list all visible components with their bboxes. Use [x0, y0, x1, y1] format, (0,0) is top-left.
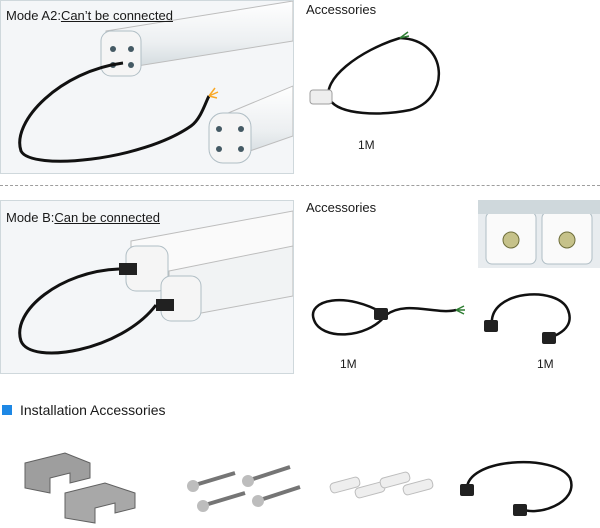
accessories-b-title: Accessories	[306, 200, 377, 215]
mode-a-label: Mode A2:Can’t be connected	[6, 8, 173, 23]
accessories-a-title: Accessories	[306, 2, 377, 17]
mode-b-status: Can be connected	[54, 210, 160, 225]
mode-a-status: Can’t be connected	[60, 8, 173, 23]
accessories-a-length: 1M	[358, 138, 375, 152]
mounting-clips-photo	[24, 452, 136, 524]
accessories-b-connector-photo	[478, 200, 600, 268]
connector-cable-photo	[460, 461, 573, 516]
accessories-b-length-left: 1M	[340, 357, 357, 371]
mode-b-prefix: Mode B:	[6, 210, 55, 225]
mode-a-product-photo	[0, 0, 294, 174]
section-divider	[0, 185, 600, 186]
accessories-b-cable-left-photo	[311, 299, 465, 336]
screws-photo	[187, 465, 301, 512]
accessories-a-cable-photo	[309, 31, 441, 115]
installation-title-text: Installation Accessories	[20, 402, 166, 418]
mode-b-product-photo	[0, 200, 294, 374]
mode-a-prefix: Mode A2:	[6, 8, 61, 23]
blue-square-icon	[2, 405, 12, 415]
accessories-b-cable-right-photo	[484, 293, 571, 344]
installation-title: Installation Accessories	[2, 402, 166, 418]
wall-plugs-photo	[329, 471, 434, 499]
accessories-b-length-right: 1M	[537, 357, 554, 371]
mode-b-label: Mode B:Can be connected	[6, 210, 160, 225]
